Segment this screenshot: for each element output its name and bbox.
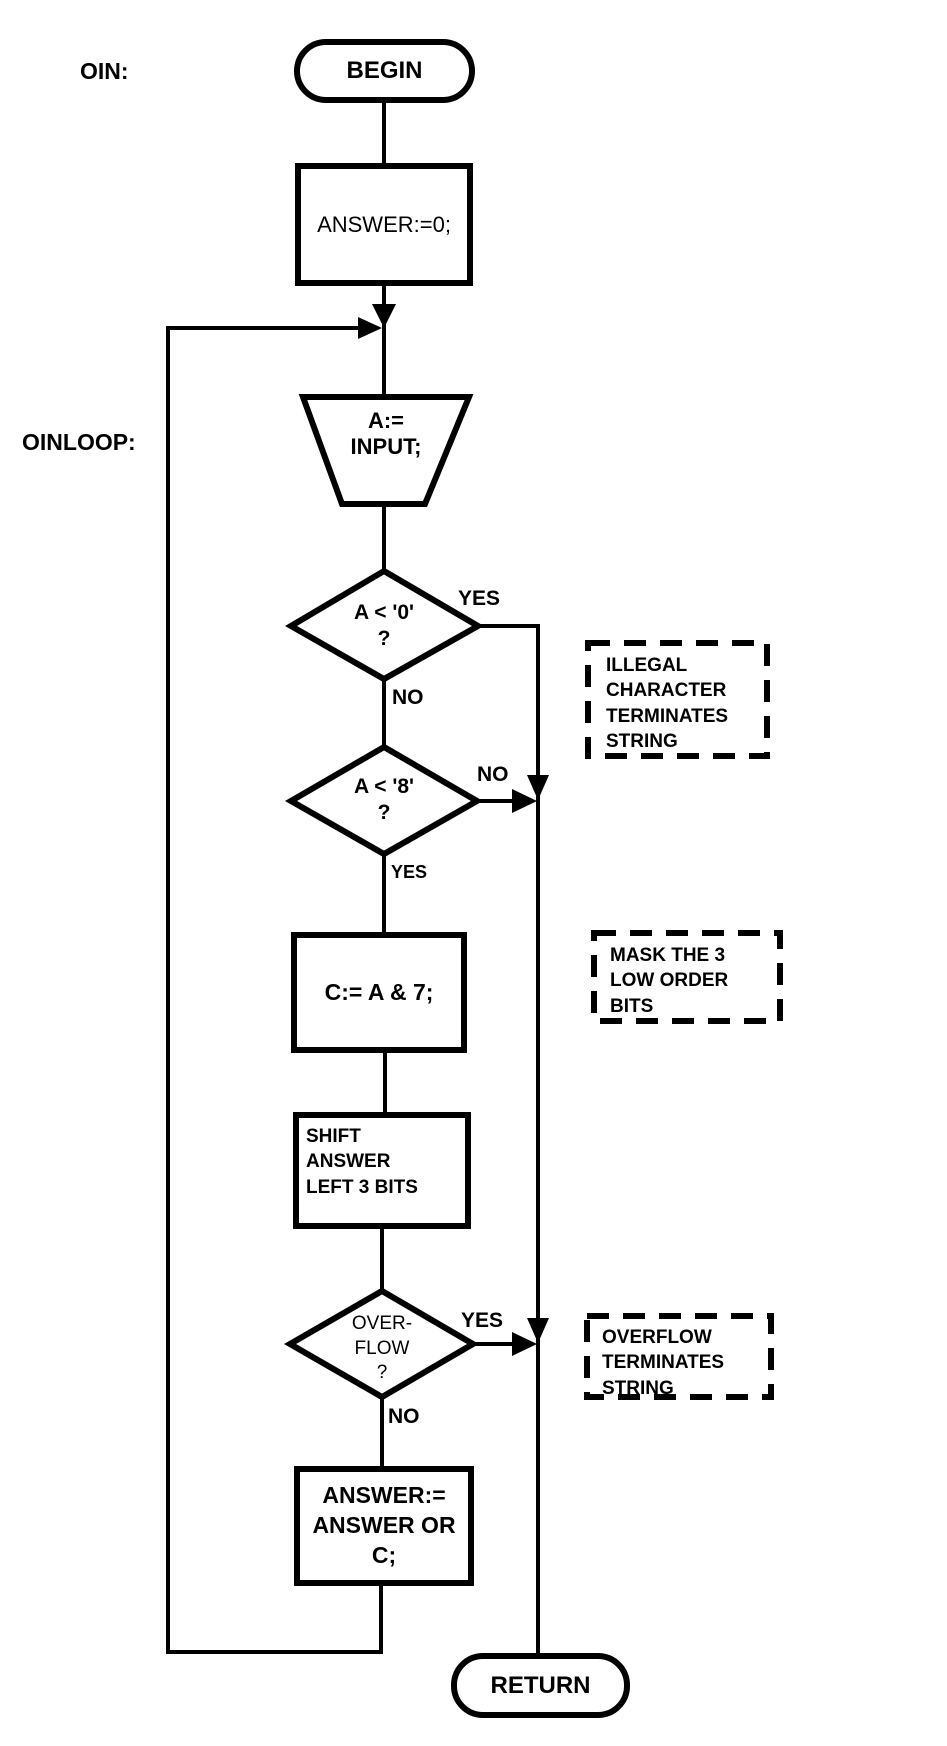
- loop-label: OINLOOP:: [22, 429, 136, 455]
- check-high-yes-label: YES: [391, 862, 428, 882]
- check-high-no-label: NO: [477, 763, 509, 786]
- overflow-label: OVER- FLOW ?: [351, 1312, 413, 1384]
- mask-label: C:= A & 7;: [324, 979, 434, 1006]
- merge-process-box: [294, 1466, 474, 1586]
- check-high-label: A < '8' ?: [354, 774, 414, 824]
- arrowhead-check-high-no: [512, 789, 537, 813]
- note-mask-text: MASK THE 3 LOW ORDER BITS: [610, 945, 729, 1017]
- begin-label: BEGIN: [346, 57, 423, 84]
- init-label: ANSWER:=0;: [317, 211, 451, 237]
- arrowhead-loop-right: [358, 317, 382, 339]
- note-illegal-text: ILLEGAL CHARACTER TERMINATES STRING: [606, 655, 729, 752]
- overflow-decision: [283, 1287, 479, 1401]
- check-low-decision: [285, 567, 485, 683]
- arrowhead-exit-down-2: [527, 1318, 549, 1343]
- input-label: A:= INPUT;: [350, 407, 422, 459]
- return-terminal: [451, 1653, 630, 1718]
- note-mask-border: [591, 930, 783, 1024]
- shift-process-box: [293, 1112, 471, 1229]
- check-high-decision: [284, 743, 484, 858]
- arrowhead-exit-down-1: [527, 775, 549, 800]
- mask-process-box: [291, 932, 467, 1053]
- note-overflow-border: [584, 1313, 774, 1400]
- note-illegal-border: [585, 640, 770, 759]
- check-low-yes-label: YES: [458, 587, 501, 610]
- init-process-box: [295, 163, 473, 286]
- check-low-label: A < '0' ?: [354, 600, 414, 650]
- loop-back-connector: [166, 326, 383, 1654]
- arrowhead-down-junction: [372, 304, 396, 328]
- overflow-yes-label: YES: [461, 1309, 504, 1332]
- check-low-no-label: NO: [392, 686, 424, 709]
- return-label: RETURN: [490, 1671, 591, 1699]
- input-trapezoid: [298, 394, 474, 507]
- connector-check-low-yes-exit: [479, 624, 540, 1656]
- note-overflow-text: OVERFLOW TERMINATES STRING: [602, 1327, 725, 1399]
- overflow-no-label: NO: [388, 1405, 420, 1428]
- arrowhead-overflow-yes: [512, 1332, 537, 1356]
- begin-terminal: [294, 39, 475, 103]
- merge-label: ANSWER:= ANSWER OR C;: [312, 1482, 456, 1568]
- shift-label: SHIFT ANSWER LEFT 3 BITS: [306, 1125, 418, 1198]
- entry-label: OIN:: [80, 58, 129, 84]
